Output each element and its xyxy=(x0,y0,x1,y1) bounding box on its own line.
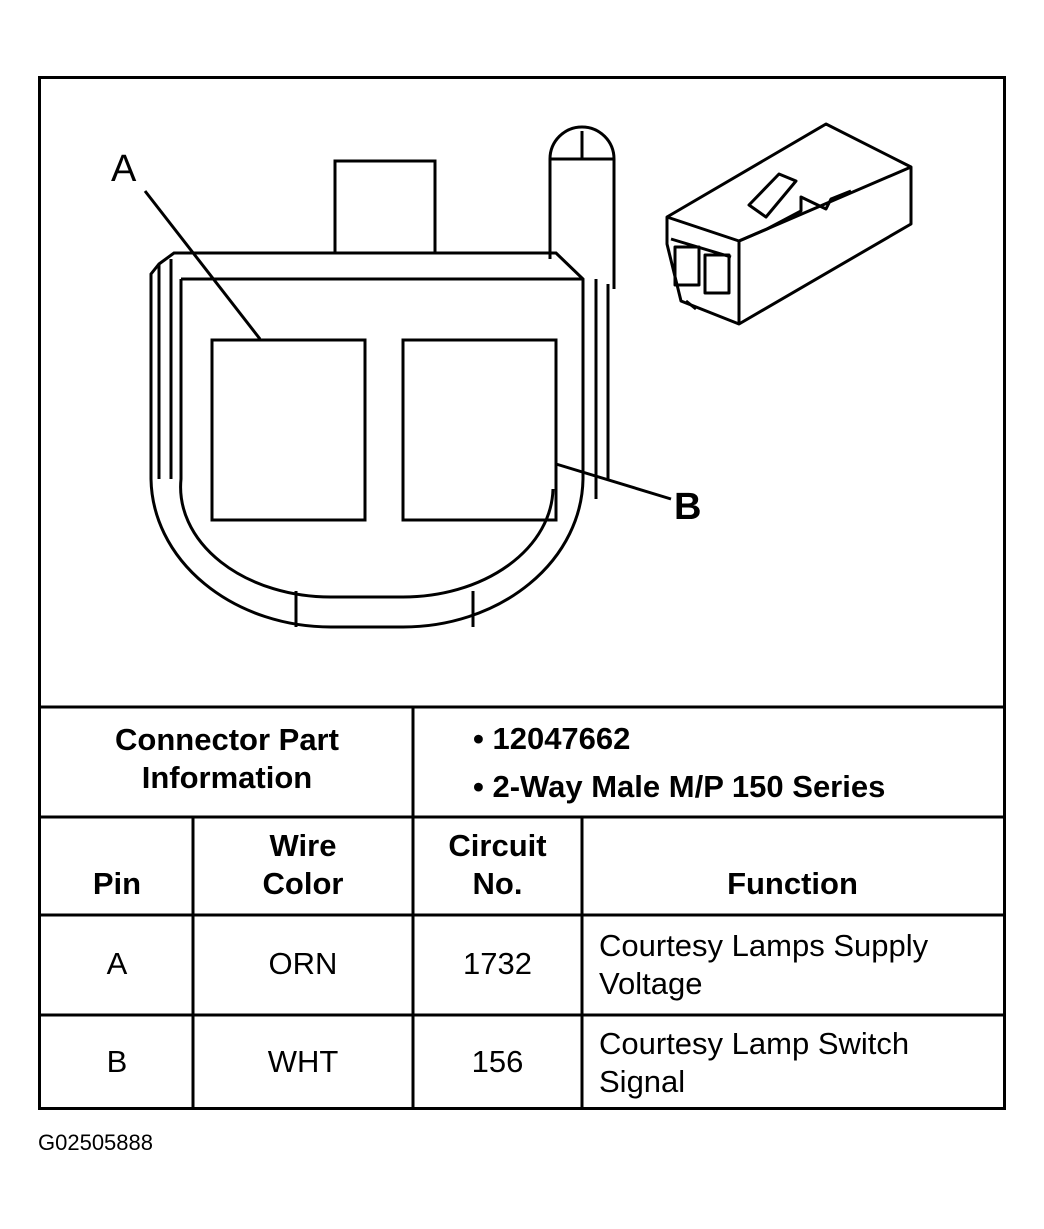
row-a-circuit: 1732 xyxy=(463,946,532,981)
row-b-function: Courtesy Lamp Switch Signal xyxy=(599,1026,910,1099)
connector-drawing: A B xyxy=(41,122,1003,1107)
row-b-circuit: 156 xyxy=(471,1044,524,1079)
connector-info-item: • 2-Way Male M/P 150 Series xyxy=(473,769,886,804)
header-pin: Pin xyxy=(92,866,142,901)
row-b-wire-color: WHT xyxy=(267,1044,339,1079)
connector-info-list: • 12047662 • 2-Way Male M/P 150 Series xyxy=(473,715,885,811)
connector-top-tab xyxy=(333,159,437,255)
figure-id: G02505888 xyxy=(38,1130,153,1155)
cavity-b xyxy=(401,338,558,522)
connector-info-label-line2: Information xyxy=(141,760,313,795)
row-a-wire-color: ORN xyxy=(268,946,338,981)
leader-line-b xyxy=(555,462,672,501)
header-function: Function xyxy=(727,866,858,901)
connector-info-label-line1: Connector Part xyxy=(115,722,339,757)
row-a-function: Courtesy Lamps Supply Voltage xyxy=(599,928,929,1001)
row-b-pin: B xyxy=(106,1044,128,1079)
connector-lock-post xyxy=(548,125,616,289)
cavity-3d-b xyxy=(703,253,731,295)
diagram-frame: A B Connector Part Information xyxy=(38,76,1006,1110)
connector-info-item: • 12047662 xyxy=(473,721,631,756)
pin-label-a: A xyxy=(111,148,137,190)
leader-line-a xyxy=(143,190,262,340)
pin-label-b: B xyxy=(674,486,701,528)
cavity-a xyxy=(210,338,367,522)
connector-3d-view xyxy=(665,122,913,326)
connector-info-label: Connector Part Information xyxy=(41,721,413,797)
connector-face xyxy=(143,125,672,629)
connector-inner-outline xyxy=(179,277,583,599)
row-a-pin: A xyxy=(106,946,128,981)
table-grid xyxy=(41,705,1003,1107)
cavity-3d-a xyxy=(673,245,701,287)
header-wire-color: Wire Color xyxy=(262,828,344,901)
header-circuit-no: Circuit No. xyxy=(448,828,547,901)
connector-outer-body xyxy=(149,251,585,629)
